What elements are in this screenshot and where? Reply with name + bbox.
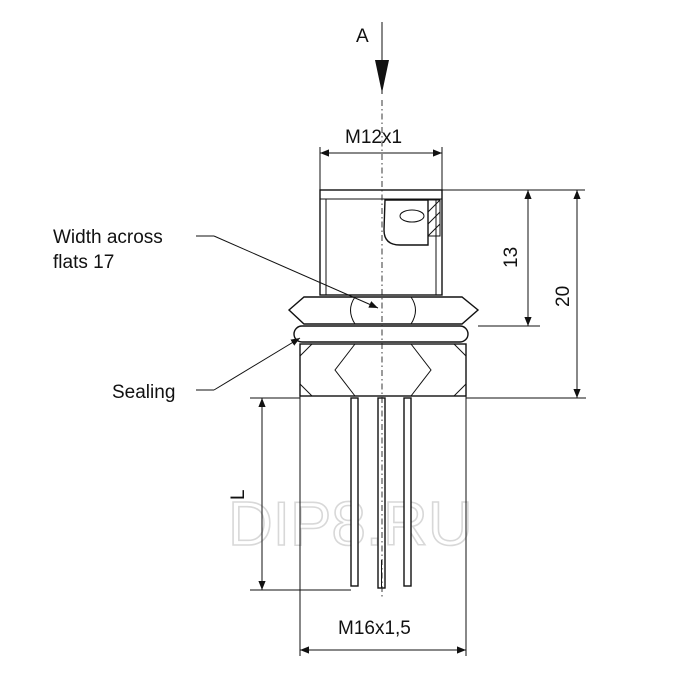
- thread-top-dimension: M12x1: [319, 127, 443, 190]
- thread-bottom-dimension: M16x1,5: [299, 396, 467, 656]
- width-across-label-line2: flats 17: [53, 252, 114, 273]
- thread-top-label: M12x1: [345, 127, 402, 148]
- sealing-callout: Sealing: [112, 337, 301, 403]
- lower-hex-body: [299, 343, 467, 397]
- pins: [350, 397, 412, 589]
- sealing-label: Sealing: [112, 382, 175, 403]
- dim-20-label: 20: [553, 286, 574, 307]
- thread-bottom-label: M16x1,5: [338, 618, 411, 639]
- dim-l-label: L: [228, 489, 249, 500]
- dim-13: 13: [442, 189, 585, 327]
- width-across-callout: Width across flats 17: [53, 227, 379, 309]
- dim-13-label: 13: [501, 247, 522, 268]
- view-arrow-label: A: [356, 26, 369, 47]
- dim-20: 20: [466, 190, 586, 399]
- hex-nut: [287, 296, 480, 325]
- width-across-label-line1: Width across: [53, 227, 163, 248]
- view-arrow-a: A: [356, 22, 389, 94]
- coupling-body: [319, 189, 443, 296]
- sealing-ring: [293, 325, 469, 343]
